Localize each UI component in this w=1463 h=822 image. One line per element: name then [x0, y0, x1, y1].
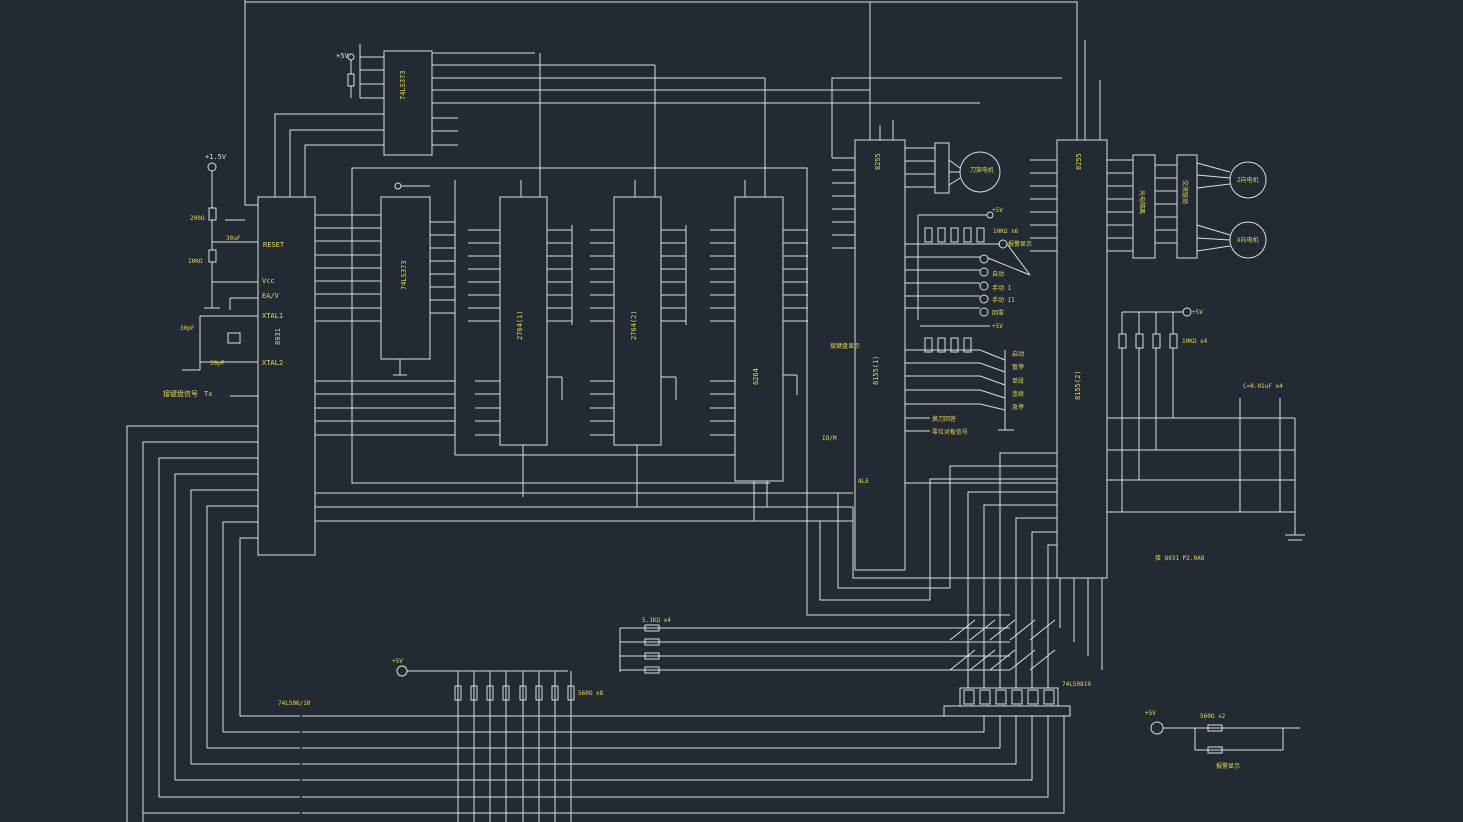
latch-u3: 74LS373 — [315, 167, 1010, 616]
cpu-vcc: Vcc — [262, 277, 275, 285]
r1-label: 200Ω — [190, 215, 205, 222]
io-sel: IO/M — [822, 435, 837, 442]
cpu-ea: EA/V — [262, 292, 280, 300]
c3-label: 30pF — [210, 360, 225, 367]
res-led2-label: 560Ω x2 — [1200, 713, 1226, 720]
eprom-1: 2764(1) — [468, 196, 573, 497]
eprom1-name: 2764(1) — [516, 310, 524, 340]
ale-label: ALE — [858, 478, 869, 485]
cap4-label: C=0.01uF x4 — [1243, 383, 1283, 390]
manual2: 手动 II — [992, 296, 1015, 304]
to-pulse: 接 8031 P2.0A8 — [1155, 554, 1205, 562]
tool-change: 换刀回答 — [932, 415, 956, 423]
buffer-section — [126, 395, 1065, 822]
vcc15-label: +1.5V — [205, 153, 227, 161]
ppi-1: 8155(1) 8255 刀架电机 — [831, 77, 1062, 571]
cpu-name: 8031 — [274, 328, 282, 345]
res6-label: 10KΩ x6 — [993, 228, 1019, 235]
limit-network — [1107, 307, 1305, 541]
latch2-name: 74LS373 — [399, 70, 407, 100]
cpu-8031: RESET Vcc EA/V XTAL1 XTAL2 8031 Tx 接键盘信号 — [163, 196, 316, 556]
reset-network — [182, 162, 258, 371]
x-motor: X向电机 — [1237, 236, 1259, 244]
tx-label: Tx — [204, 390, 212, 398]
sw-start: 启动 — [1012, 350, 1024, 358]
switch-network — [905, 211, 1031, 432]
eprom2-name: 2764(2) — [630, 310, 638, 340]
sw-stop: 急停 — [1012, 403, 1024, 411]
cpu-xtal2: XTAL2 — [262, 359, 283, 367]
ram-name: 6264 — [752, 368, 760, 385]
vcc-label-sw2: +5V — [992, 323, 1003, 330]
sw-single: 单段 — [1012, 377, 1024, 385]
cpu-xtal1: XTAL1 — [262, 312, 283, 320]
eprom-2: 2764(2) — [520, 53, 687, 507]
manual1: 手动 I — [992, 284, 1012, 292]
alarm-led — [1150, 721, 1300, 754]
sw-cont: 连续 — [1012, 390, 1024, 398]
res-seg-label: 5.1KΩ x4 — [642, 617, 671, 624]
top-bus — [244, 0, 1101, 206]
c1-label: 30uF — [226, 235, 241, 242]
cnt-sig: 零位对板信号 — [932, 428, 968, 436]
ppi-2: 8155(2) 8255 光电隔离 交流驱动 Z向电机 X向 — [1030, 139, 1267, 579]
z-motor: Z向电机 — [1237, 176, 1259, 184]
alarm-label: 报警显示 — [1216, 762, 1240, 770]
vcc-label-lim: +5V — [1192, 309, 1203, 316]
driver-label: 交流驱动 — [1181, 180, 1189, 204]
latch-name: 74LS373 — [400, 260, 408, 290]
ram-6264: 6264 — [710, 78, 808, 521]
res-led-label: 560Ω x8 — [578, 690, 604, 697]
alarm-sw: 报警显示 — [1008, 240, 1032, 248]
res4-label: 10KΩ x4 — [1182, 338, 1208, 345]
seg-label: 74LS0819 — [1062, 681, 1091, 688]
vcc-label-led: +5V — [1145, 710, 1156, 717]
ppi2-chip: 8255 — [1075, 153, 1083, 170]
cpu-reset: RESET — [263, 241, 285, 249]
sw-pause: 暂停 — [1012, 363, 1024, 371]
scan-label: 接键盘显示 — [830, 342, 860, 350]
resume: 回零 — [992, 310, 1004, 317]
c2-label: 30pF — [180, 325, 195, 332]
ppi1-chip: 8255 — [874, 153, 882, 170]
vcc-label-disp: +5V — [392, 658, 403, 665]
r2-label: 10KΩ — [188, 258, 203, 265]
buf-label: 74LS06/10 — [278, 700, 311, 707]
addr-bus — [315, 180, 853, 522]
ppi2-name: 8155(2) — [1074, 370, 1082, 400]
vcc-label-top: +5V — [336, 52, 349, 60]
coupler-label: 光电隔离 — [1138, 190, 1146, 214]
display-section — [396, 452, 1103, 822]
tx-desc: 接键盘信号 — [163, 389, 198, 398]
knife-motor: 刀架电机 — [970, 166, 994, 174]
latch-u2: 74LS373 +5V — [274, 44, 980, 197]
vcc-label-sw: +5V — [992, 207, 1003, 214]
ppi1-name: 8155(1) — [872, 355, 880, 385]
spd-auto: 自动 — [992, 270, 1004, 278]
